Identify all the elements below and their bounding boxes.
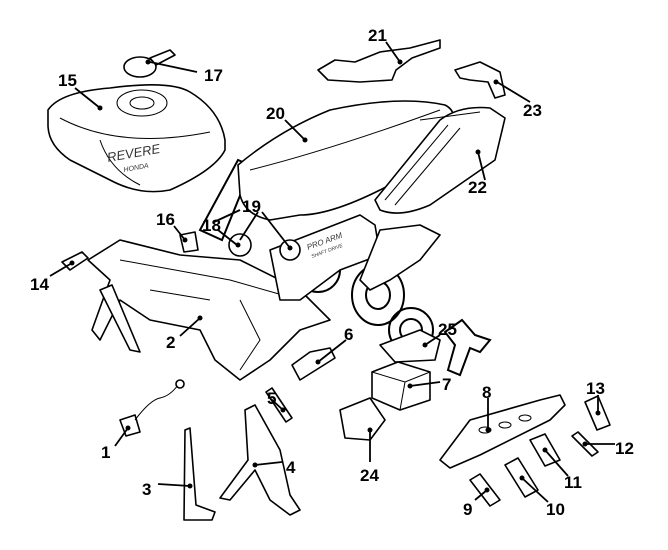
callout-13: 13 <box>586 379 605 398</box>
callout-22: 22 <box>468 178 487 197</box>
callout-2: 2 <box>166 333 175 352</box>
callout-10: 10 <box>546 500 565 519</box>
callout-25: 25 <box>438 320 457 339</box>
callout-18: 18 <box>202 216 221 235</box>
part-fuel-tank: REVERE HONDA <box>47 84 226 193</box>
part-16 <box>179 231 199 253</box>
callout-8: 8 <box>482 383 491 402</box>
part-rear-cowl <box>374 106 506 214</box>
callout-20: 20 <box>266 104 285 123</box>
leader-lines <box>49 41 615 503</box>
callout-6: 6 <box>344 325 353 344</box>
part-24 <box>339 397 386 441</box>
callout-4: 4 <box>286 458 296 477</box>
callout-1: 1 <box>101 443 110 462</box>
callout-9: 9 <box>463 500 472 519</box>
callout-7: 7 <box>442 375 451 394</box>
callout-3: 3 <box>142 480 151 499</box>
part-main-stand <box>219 404 301 516</box>
part-grab-rail <box>454 61 506 99</box>
callout-23: 23 <box>523 101 542 120</box>
part-swingarm: PRO ARM SHAFT DRIVE <box>269 214 441 301</box>
callout-17: 17 <box>204 66 223 85</box>
callout-11: 11 <box>564 473 582 492</box>
part-side-stand <box>183 427 216 521</box>
part-5-bolt <box>265 387 293 423</box>
callout-21: 21 <box>368 26 387 45</box>
callout-15: 15 <box>58 71 77 90</box>
callout-19: 19 <box>242 197 261 216</box>
callout-14: 14 <box>30 275 49 294</box>
callout-labels: 1 2 3 4 5 6 7 8 9 10 11 12 13 14 15 16 1… <box>30 26 634 519</box>
part-21-bracket <box>317 39 441 83</box>
part-25 <box>379 329 441 363</box>
part-battery <box>371 361 431 411</box>
callout-5: 5 <box>267 389 276 408</box>
part-8-bracket <box>439 394 566 469</box>
callout-12: 12 <box>615 439 634 458</box>
part-frame <box>87 239 331 381</box>
callout-16: 16 <box>156 210 175 229</box>
callout-24: 24 <box>360 466 379 485</box>
tank-make-decal: HONDA <box>123 163 149 174</box>
